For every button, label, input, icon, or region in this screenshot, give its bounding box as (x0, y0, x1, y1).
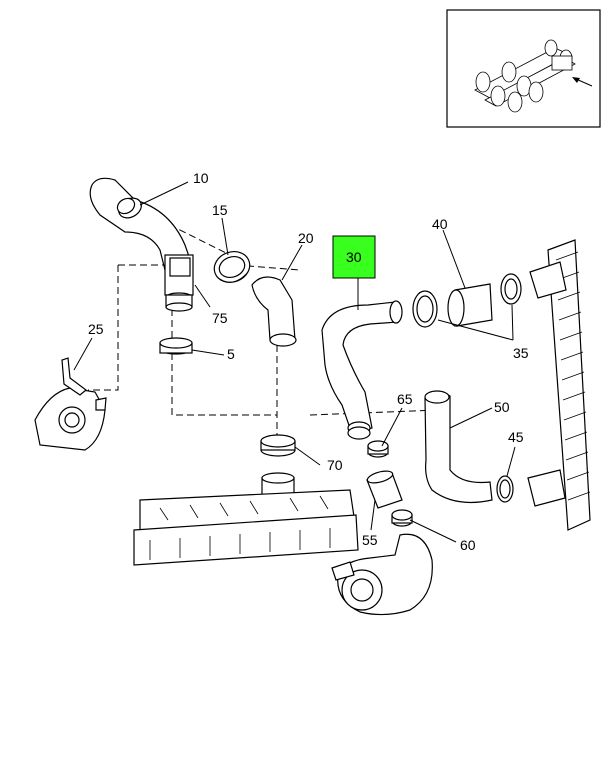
part-70-clamp (260, 434, 296, 457)
callout-10[interactable]: 10 (193, 170, 209, 186)
turbocharger (331, 533, 433, 616)
charge-air-cooler (527, 239, 591, 531)
part-15-clamp (213, 251, 251, 283)
highlight-box-30[interactable] (332, 235, 376, 279)
callout-30[interactable]: 30 (346, 249, 362, 265)
callout-45[interactable]: 45 (508, 429, 524, 445)
callout-50[interactable]: 50 (494, 399, 510, 415)
part-45-clamp (496, 475, 514, 503)
part-20-hose-elbow (251, 276, 297, 347)
leader-lines (73, 181, 516, 543)
callout-65[interactable]: 65 (397, 391, 413, 407)
part-55-hose (366, 470, 403, 509)
part-60-clamp (391, 509, 413, 527)
callout-labels: 10 15 20 25 5 75 30 40 35 50 65 45 70 55… (88, 170, 529, 553)
callout-25[interactable]: 25 (88, 321, 104, 337)
callout-40[interactable]: 40 (432, 216, 448, 232)
callout-15[interactable]: 15 (212, 202, 228, 218)
callout-70[interactable]: 70 (327, 457, 343, 473)
part-10-intake-elbow (89, 177, 194, 312)
intake-manifold (133, 472, 359, 566)
part-50-lower-pipe (424, 390, 493, 504)
callout-35[interactable]: 35 (513, 345, 529, 361)
part-25-bracket-housing (34, 357, 107, 451)
callout-20[interactable]: 20 (298, 230, 314, 246)
callout-75[interactable]: 75 (212, 310, 228, 326)
chassis-locator-inset (446, 9, 601, 128)
callout-55[interactable]: 55 (362, 532, 378, 548)
callout-60[interactable]: 60 (460, 537, 476, 553)
part-30-charge-air-hose (321, 300, 403, 440)
part-5-clamp-ring (159, 337, 193, 355)
part-40-sleeve (412, 273, 522, 328)
chassis-icon (474, 39, 576, 113)
direction-arrow-icon (572, 77, 593, 87)
callout-5[interactable]: 5 (227, 346, 235, 362)
connection-lines (88, 209, 439, 500)
part-65-clamp (367, 440, 389, 458)
